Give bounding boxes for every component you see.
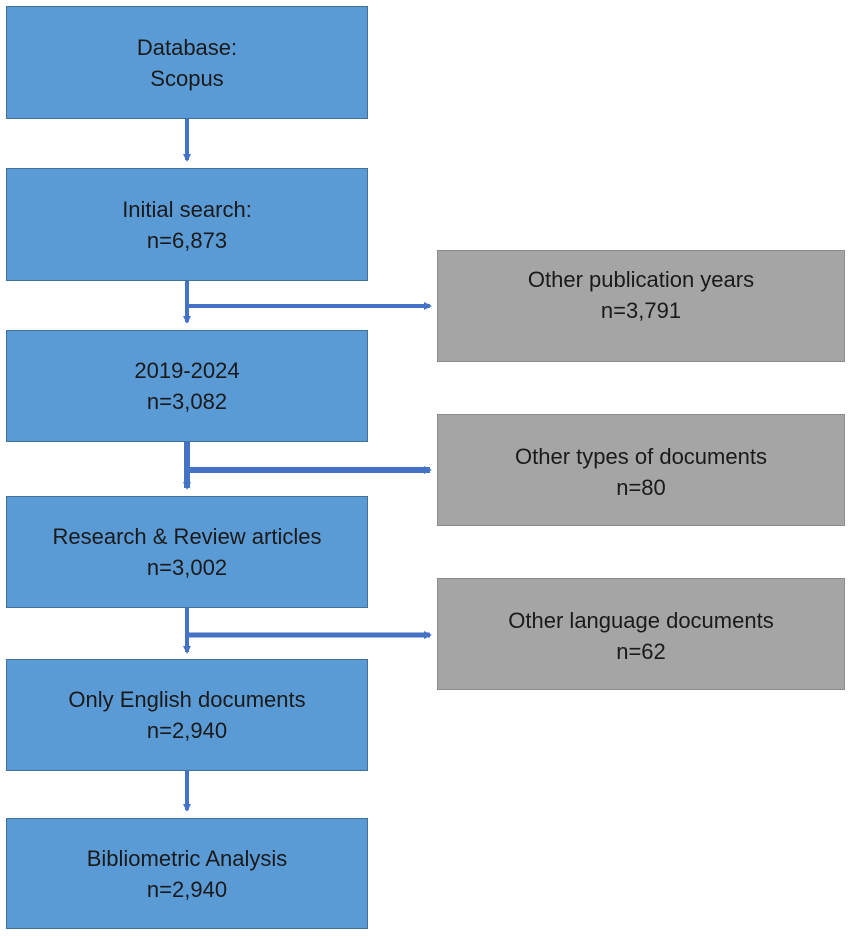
exclusion-language-count: n=62 [616,639,666,664]
step-database-value: Scopus [150,65,224,91]
step-years-label: 2019-2024 [134,358,240,383]
exclusion-language-label: Other language documents [508,608,774,633]
step-bibliometric-analysis-label: Bibliometric Analysis [86,845,288,871]
step-years: 2019-2024 n=3,082 [6,330,368,442]
step-language: Only English documents n=2,940 [6,659,368,771]
step-document-type-label: Research & Review articles [52,524,322,549]
exclusion-language: Other language documents n=62 [437,578,845,690]
exclusion-document-types-count: n=80 [616,475,666,500]
step-language-count: n=2,940 [146,718,228,743]
exclusion-document-types-label: Other types of documents [515,444,767,469]
step-initial-search: Initial search: n=6,873 [6,168,368,281]
step-language-label: Only English documents [68,687,306,712]
step-document-type: Research & Review articles n=3,002 [6,496,368,608]
step-bibliometric-analysis-count: n=2,940 [146,876,228,902]
step-years-count: n=3,082 [146,389,228,414]
step-bibliometric-analysis: Bibliometric Analysis n=2,940 [6,818,368,929]
step-database: Database: Scopus [6,6,368,119]
step-initial-search-label: Initial search: [122,196,252,222]
step-document-type-count: n=3,002 [146,555,228,580]
exclusion-publication-years-count: n=3,791 [600,298,682,323]
step-initial-search-count: n=6,873 [146,227,228,253]
exclusion-publication-years: Other publication years n=3,791 [437,250,845,362]
exclusion-publication-years-label: Other publication years [527,267,755,292]
exclusion-document-types: Other types of documents n=80 [437,414,845,526]
step-database-label: Database: [136,34,238,60]
